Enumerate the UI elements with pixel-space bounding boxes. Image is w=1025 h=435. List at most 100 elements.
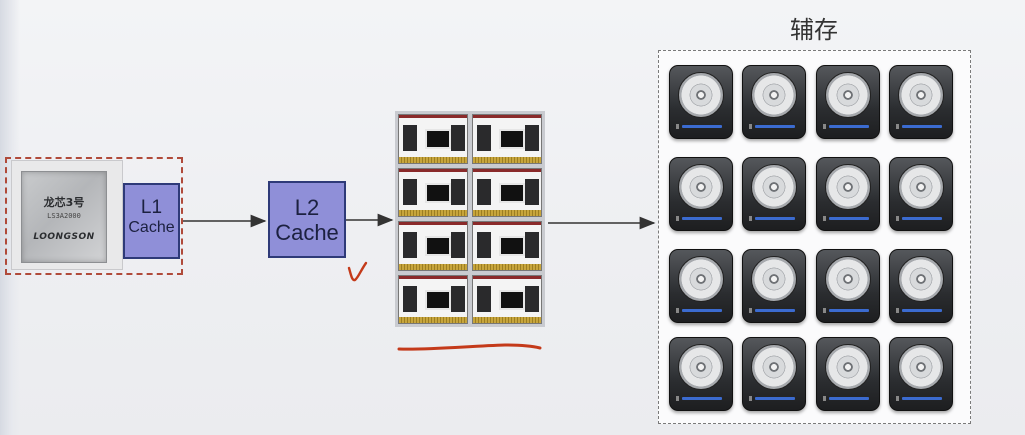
ram-chip	[525, 125, 539, 151]
disk-led	[896, 308, 899, 313]
ram-gold-contacts	[399, 210, 467, 216]
disk-led	[823, 308, 826, 313]
ram-chip	[477, 285, 491, 312]
disk-led	[896, 216, 899, 221]
l2-cache-label: L2	[294, 195, 320, 220]
disk-led	[676, 308, 679, 313]
disk-activity-bar	[682, 125, 722, 128]
ram-chip	[525, 178, 539, 205]
ram-chip	[403, 232, 417, 258]
ram-chip	[451, 285, 465, 312]
ram-chip	[403, 178, 417, 205]
disk-activity-bar	[829, 217, 869, 220]
disk-platter	[825, 344, 871, 390]
disk-led	[749, 308, 752, 313]
disk-activity-bar	[755, 217, 795, 220]
red-checkmark-annotation	[347, 261, 368, 282]
cpu-chip-name: 龙芯3号	[43, 196, 85, 209]
disk-platter	[898, 164, 944, 210]
ram-chip	[451, 125, 465, 151]
disk-led	[823, 396, 826, 401]
hard-disk-icon	[669, 65, 733, 139]
disk-activity-bar	[902, 125, 942, 128]
ram-module	[472, 221, 542, 271]
l1-cache-box: L1 Cache	[123, 183, 180, 259]
ram-gold-contacts	[473, 317, 541, 323]
hard-disk-icon	[889, 157, 953, 231]
disk-led	[823, 216, 826, 221]
hard-disk-icon	[816, 65, 880, 139]
ram-module	[472, 167, 542, 217]
ram-chip	[451, 232, 465, 258]
hard-disk-icon	[889, 249, 953, 323]
disk-led	[749, 124, 752, 129]
main-memory-ram-modules	[395, 111, 545, 327]
secondary-storage-frame	[658, 50, 971, 424]
disk-led	[896, 396, 899, 401]
l1-cache-label: L1	[140, 197, 163, 218]
ram-module	[472, 274, 542, 324]
l2-cache-box: L2 Cache	[268, 181, 346, 258]
cpu-chip: 龙芯3号 LS3A2000 LOONGSON	[21, 171, 107, 263]
disk-activity-bar	[755, 125, 795, 128]
disk-activity-bar	[829, 309, 869, 312]
ram-chip	[477, 125, 491, 151]
hard-disk-icon	[742, 65, 806, 139]
ram-label-sticker	[425, 289, 451, 310]
storage-title: 辅存	[790, 16, 838, 44]
red-underline-annotation	[397, 343, 542, 351]
disk-activity-bar	[682, 217, 722, 220]
ram-chip	[525, 285, 539, 312]
disk-platter	[898, 344, 944, 390]
ram-chip	[403, 125, 417, 151]
disk-led	[676, 124, 679, 129]
disk-platter	[898, 256, 944, 302]
disk-led	[676, 396, 679, 401]
ram-gold-contacts	[399, 263, 467, 270]
disk-platter	[678, 164, 724, 210]
ram-gold-contacts	[473, 263, 541, 270]
hard-disk-icon	[742, 249, 806, 323]
disk-activity-bar	[902, 397, 942, 400]
disk-activity-bar	[755, 397, 795, 400]
disk-activity-bar	[902, 309, 942, 312]
disk-platter	[825, 164, 871, 210]
ram-gold-contacts	[399, 317, 467, 323]
cpu-group-dashed-frame	[5, 157, 183, 275]
ram-label-sticker	[499, 129, 525, 149]
left-edge-strip	[0, 0, 20, 435]
ram-label-sticker	[499, 236, 525, 256]
hard-disk-icon	[816, 157, 880, 231]
disk-platter	[678, 344, 724, 390]
cpu-chip-model: LS3A2000	[47, 212, 81, 220]
hard-disk-icon	[889, 65, 953, 139]
hard-disk-icon	[669, 337, 733, 411]
disk-led	[676, 216, 679, 221]
ram-module	[398, 221, 468, 271]
hard-disk-icon	[889, 337, 953, 411]
hard-disk-icon	[742, 337, 806, 411]
disk-led	[823, 124, 826, 129]
hard-disk-icon	[742, 157, 806, 231]
ram-module	[472, 114, 542, 164]
ram-label-sticker	[499, 182, 525, 203]
disk-platter	[678, 72, 724, 118]
disk-activity-bar	[755, 309, 795, 312]
disk-activity-bar	[902, 217, 942, 220]
disk-activity-bar	[682, 397, 722, 400]
ram-module	[398, 167, 468, 217]
cpu-chip-brand: LOONGSON	[33, 232, 95, 242]
ram-module	[398, 274, 468, 324]
ram-gold-contacts	[473, 210, 541, 216]
ram-gold-contacts	[399, 156, 467, 163]
disk-led	[749, 216, 752, 221]
disk-activity-bar	[829, 125, 869, 128]
disk-platter	[825, 256, 871, 302]
ram-chip	[451, 178, 465, 205]
ram-label-sticker	[425, 129, 451, 149]
hard-disk-icon	[669, 249, 733, 323]
ram-module	[398, 114, 468, 164]
disk-platter	[751, 256, 797, 302]
disk-activity-bar	[829, 397, 869, 400]
